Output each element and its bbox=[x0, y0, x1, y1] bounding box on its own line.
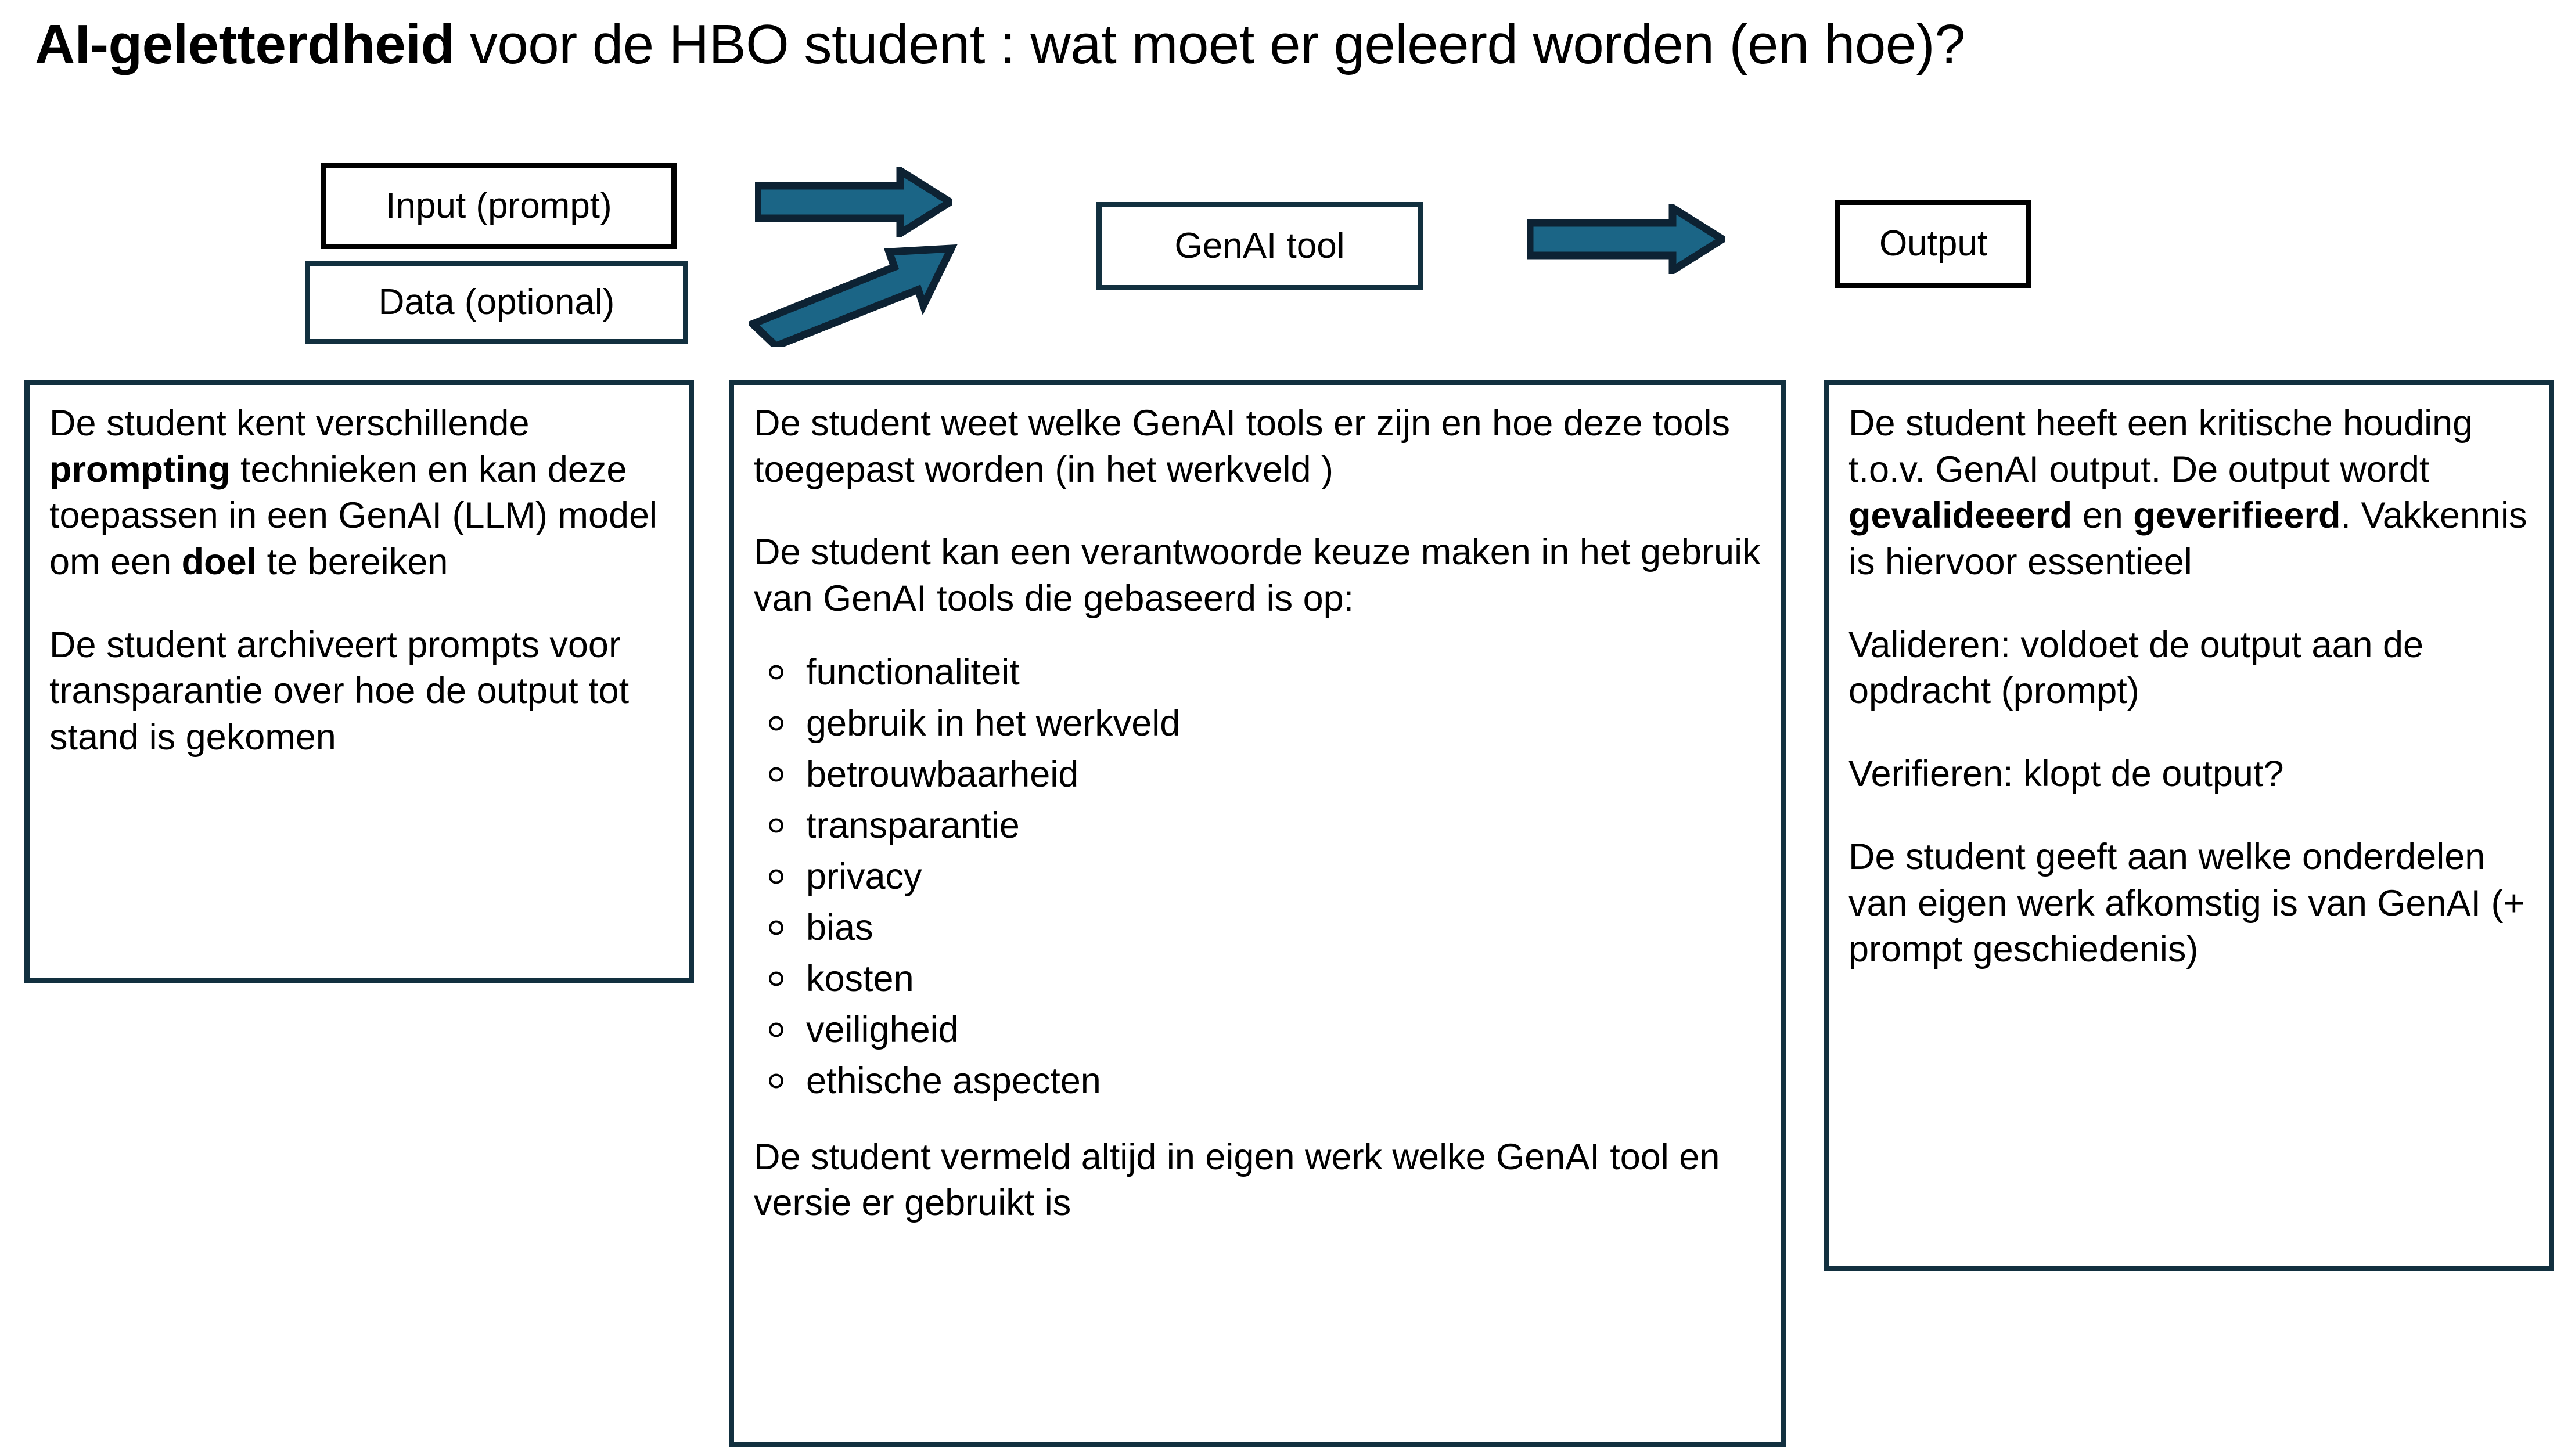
flow-box-genai-tool: GenAI tool bbox=[1096, 202, 1423, 290]
panel-prompting-paragraph-2: De student archiveert prompts voor trans… bbox=[49, 624, 630, 758]
panel-critical-attitude-paragraph-4: De student geeft aan welke onderdelen va… bbox=[1848, 836, 2525, 970]
list-item: gebruik in het werkveld bbox=[767, 705, 1763, 742]
list-item: transparantie bbox=[767, 807, 1763, 844]
text-bold-prompting: prompting bbox=[49, 449, 231, 490]
list-item: veiligheid bbox=[767, 1011, 1763, 1048]
text-fragment: en bbox=[2072, 495, 2134, 536]
panel-prompting-paragraph-1: De student kent verschillende prompting … bbox=[49, 401, 671, 586]
text-fragment: technieken en kan deze toepassen in een … bbox=[49, 449, 658, 583]
panel-tool-selection-paragraph-3: De student vermeld altijd in eigen werk … bbox=[754, 1136, 1720, 1224]
panel-critical-attitude-paragraph-3: Verifieren: klopt de output? bbox=[1848, 754, 2284, 795]
panel-critical-attitude: De student heeft een kritische houding t… bbox=[1824, 380, 2554, 1271]
arrow-right-icon-data-to-genai bbox=[749, 244, 958, 347]
list-item: functionaliteit bbox=[767, 654, 1763, 691]
text-fragment: De student heeft een kritische houding t… bbox=[1848, 403, 2473, 490]
panel-critical-attitude-paragraph-1: De student heeft een kritische houding t… bbox=[1848, 401, 2531, 586]
page-title-rest: voor de HBO student : wat moet er geleer… bbox=[454, 13, 1966, 75]
text-bold-doel: doel bbox=[181, 542, 257, 583]
text-bold-gevalideeerd: gevalideeerd bbox=[1848, 495, 2073, 536]
text-fragment: . Vakkennis is hiervoor essentieel bbox=[1848, 495, 2527, 583]
page-title-strong: AI-geletterdheid bbox=[35, 13, 455, 75]
page-title: AI-geletterdheid voor de HBO student : w… bbox=[35, 13, 2555, 77]
flow-box-input: Input (prompt) bbox=[321, 163, 677, 249]
panel-tool-selection-paragraph-2: De student kan een verantwoorde keuze ma… bbox=[754, 532, 1761, 619]
flow-box-data: Data (optional) bbox=[305, 261, 688, 344]
flow-box-output-label: Output bbox=[1879, 224, 1988, 264]
list-item: bias bbox=[767, 909, 1763, 946]
list-item: kosten bbox=[767, 960, 1763, 997]
criteria-list: functionaliteit gebruik in het werkveld … bbox=[754, 654, 1763, 1100]
arrow-right-icon-input-to-genai bbox=[755, 167, 952, 237]
panel-critical-attitude-paragraph-2: Valideren: voldoet de output aan de opdr… bbox=[1848, 624, 2424, 712]
list-item: ethische aspecten bbox=[767, 1062, 1763, 1100]
flow-box-input-label: Input (prompt) bbox=[386, 186, 612, 226]
panel-prompting: De student kent verschillende prompting … bbox=[24, 380, 694, 983]
flow-box-genai-tool-label: GenAI tool bbox=[1174, 226, 1345, 266]
text-fragment: De student kent verschillende bbox=[49, 403, 530, 444]
list-item: betrouwbaarheid bbox=[767, 756, 1763, 793]
list-item: privacy bbox=[767, 858, 1763, 895]
panel-tool-selection: De student weet welke GenAI tools er zij… bbox=[729, 380, 1786, 1447]
flow-box-data-label: Data (optional) bbox=[378, 282, 615, 322]
text-bold-geverifieerd: geverifieerd bbox=[2133, 495, 2341, 536]
flow-box-output: Output bbox=[1835, 200, 2031, 288]
arrow-right-icon-genai-to-output bbox=[1527, 204, 1725, 274]
panel-tool-selection-paragraph-1: De student weet welke GenAI tools er zij… bbox=[754, 403, 1730, 490]
text-fragment: te bereiken bbox=[257, 542, 448, 583]
